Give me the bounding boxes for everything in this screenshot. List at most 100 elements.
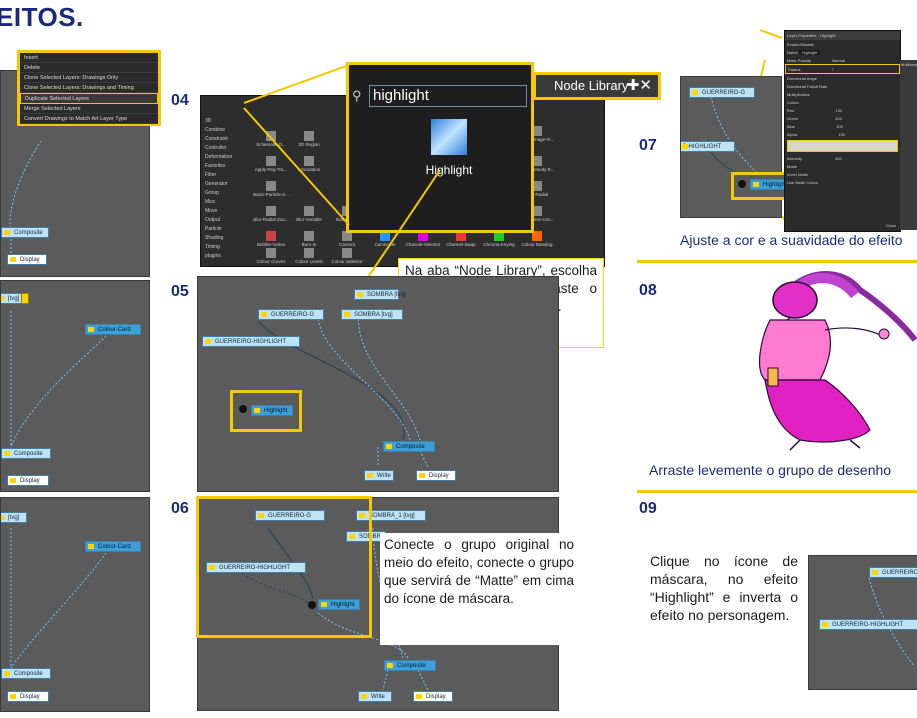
library-tile[interactable]: Apply-Peg-Tra... [253,156,289,172]
node-display[interactable]: Display [7,254,47,265]
category-item[interactable]: Deformation [205,153,233,160]
mask-icon[interactable] [738,180,746,188]
effect-icon [304,231,314,241]
divider-rule [637,260,917,263]
menu-item-duplicate[interactable]: Duplicate Selected Layers [20,93,158,104]
category-item[interactable]: Misc [205,198,216,205]
menu-item-clone-timing[interactable]: Clone Selected Layers: Drawings and Timi… [20,83,158,93]
node-yellow-stub[interactable] [21,293,29,304]
menu-item-insert[interactable]: Insert [20,53,158,63]
library-tile[interactable]: Basic-Particle-S... [253,181,289,197]
node-display[interactable]: Display [7,691,49,702]
menu-item-delete[interactable]: Delete [20,63,158,73]
node-highlight[interactable]: Highlight [318,599,360,610]
node-library-tab[interactable]: Node Library ✚✕ [533,72,661,100]
node-guerreiro-g[interactable]: GUERREIRO-G [689,87,755,98]
colour-swatch-row[interactable] [787,140,898,152]
mask-icon[interactable] [239,405,247,413]
node-sombra[interactable]: SOMBRA [tvg] [354,289,406,300]
library-tile[interactable]: Cambrade [367,231,403,247]
close-icon[interactable]: ✚✕ [626,77,652,94]
node-guerreiro-highlight[interactable]: GUERREIRO-HIGHLIGHT [202,336,300,347]
connection-lines [10,311,107,447]
multiview-panel: Multiview [900,60,917,230]
node-guerreiro-g[interactable]: GUERREIRO-G [258,309,324,320]
category-item[interactable]: Controller [205,144,227,151]
library-tile[interactable]: Colour Selector [329,248,365,264]
node-display[interactable]: Display [416,470,456,481]
category-item[interactable]: Move [205,207,218,214]
menu-item-clone-drawings[interactable]: Clone Selected Layers: Drawings Only [20,73,158,83]
library-tile[interactable]: Colour Levels [291,248,327,264]
category-item[interactable]: Generator [205,180,228,187]
category-item[interactable]: plugins [205,252,221,259]
category-item[interactable]: Group [205,189,219,196]
library-tile[interactable]: Blur-Radial [519,181,555,197]
library-tile[interactable]: Channel-Swap [443,231,479,247]
node-display[interactable]: Display [413,691,453,702]
menu-item-convert[interactable]: Convert Drawings to Match Art Layer Type [20,114,158,124]
page-title: EITOS. [0,2,84,32]
connection-lines [257,314,429,468]
library-tile[interactable]: Schematic O... [253,131,289,147]
library-tile[interactable]: Chroma-Keying [481,231,517,247]
category-item[interactable]: Shading [205,234,224,241]
enable-checkbox[interactable]: Enable/Disable [787,42,814,47]
step-number-08: 08 [639,282,657,299]
node-highlight[interactable]: Highlight [251,405,293,416]
category-item[interactable]: Particle [205,225,222,232]
menu-item-merge[interactable]: Merge Selected Layers [20,104,158,114]
highlight-effect-tile[interactable]: Highlight [409,119,489,177]
node-guerreiro-g[interactable]: GUERREIRO-G [255,510,325,521]
node-composite[interactable]: Composite [384,660,436,671]
library-tile[interactable]: Camera [329,231,365,247]
node-guerreiro-highlight[interactable]: GUERREIRO-HIGHLIGHT [206,562,306,573]
node-composite[interactable]: Composite [1,668,51,679]
library-tile[interactable]: Channel-Selector [405,231,441,247]
library-tile[interactable]: 3D Region [291,131,327,147]
library-tile[interactable]: Colour Banding [519,231,555,247]
search-input[interactable]: highlight [373,87,429,104]
effect-icon [342,248,352,258]
highlight-icon [431,119,467,155]
node-guerreiro-g[interactable]: GUERREIRO-G [869,567,917,578]
node-o-highlight[interactable]: O-HIGHLIGHT [681,141,735,152]
node-sombra-tvg[interactable]: SOMBRA [tvg] [341,309,403,320]
node-colour-card[interactable]: Colour-Card [85,324,141,335]
category-item[interactable]: Output [205,216,221,223]
library-tile[interactable]: Blur-Variable [291,206,327,222]
library-tile[interactable]: Colour Curves [253,248,289,264]
library-tile[interactable]: Burn-In [291,231,327,247]
library-zoom-box: highlight ⚲ Highlight [346,62,534,233]
node-tvg[interactable]: [tvg] [1,512,27,523]
search-field[interactable]: highlight [369,85,527,107]
node-composite[interactable]: Composite [1,227,49,238]
node-write[interactable]: Write [364,470,394,481]
category-item[interactable]: Favorites [205,162,226,169]
node-composite[interactable]: Composite [383,441,435,452]
node-write[interactable]: Write [358,691,392,702]
category-item[interactable]: Constraint [205,135,228,142]
node-guerreiro-highlight[interactable]: GUERREIRO-HIGHLIGHT [819,619,917,630]
library-tile[interactable]: Bubble-Vortex [253,231,289,247]
name-field[interactable]: Highlight [798,50,821,55]
category-item[interactable]: Filter [205,171,217,178]
library-tile[interactable]: Blur-Radial-Zoo... [253,206,289,222]
close-button[interactable]: Close [885,223,896,228]
library-tile[interactable]: Basic-Gravity-B... [519,156,555,172]
effect-icon [266,181,276,191]
group-selection-frame [196,496,372,638]
node-display[interactable]: Display [7,475,49,486]
prop-row: Mask Polarity Normal [787,57,846,63]
node-composite[interactable]: Composite [1,448,51,459]
category-item[interactable]: Combine [205,126,226,133]
library-tile[interactable]: Brightness-Con... [519,206,555,222]
category-item[interactable]: 3D [205,117,212,124]
node-colour-card[interactable]: Colour-Card [85,541,141,552]
library-tile[interactable]: Articulation [291,156,327,172]
category-item[interactable]: Timing [205,243,220,250]
library-tile[interactable]: Apply-Image-Tr... [519,126,555,142]
node-highlight[interactable]: Highlight [750,179,788,190]
node-sombra-1-tvg[interactable]: SOMBRA_1 [tvg] [356,510,426,521]
mask-icon[interactable] [308,601,316,609]
